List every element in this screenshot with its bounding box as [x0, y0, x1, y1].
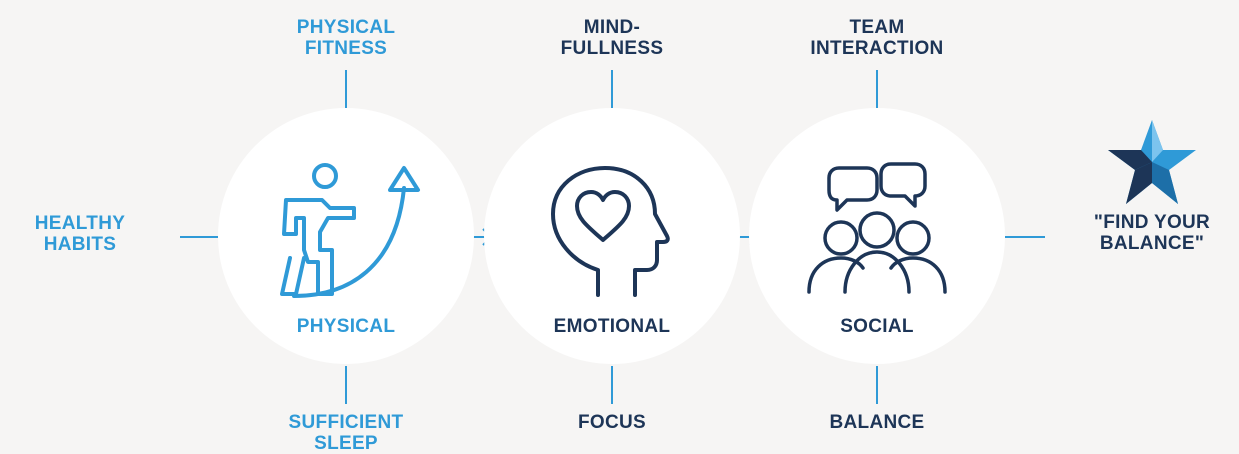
connector-social-top — [876, 70, 878, 108]
connector-habits — [180, 236, 218, 238]
connector-social-bottom — [876, 366, 878, 404]
label-balance: BALANCE — [829, 412, 925, 433]
label-team-interaction: TEAM INTERACTION — [810, 17, 944, 59]
social-circle — [749, 108, 1005, 364]
label-physical-fitness: PHYSICAL FITNESS — [296, 17, 396, 59]
emotional-circle — [484, 108, 740, 364]
connector-physical-top — [345, 70, 347, 108]
node-label-physical: PHYSICAL — [296, 316, 396, 337]
head-with-heart-icon — [551, 166, 670, 297]
label-focus: FOCUS — [578, 412, 646, 433]
label-mindfullness: MIND- FULLNESS — [560, 17, 664, 59]
label-sufficient-sleep: SUFFICIENT SLEEP — [288, 412, 404, 454]
label-find-your-balance: "FIND YOUR BALANCE" — [1093, 212, 1211, 254]
group-chat-people-icon — [807, 162, 947, 294]
node-label-emotional: EMOTIONAL — [553, 316, 671, 337]
connector-goal — [1005, 236, 1045, 238]
label-healthy-habits: HEALTHY HABITS — [34, 213, 126, 255]
connector-physical-bottom — [345, 366, 347, 404]
connector-emotional-top — [611, 70, 613, 108]
climbing-person-arrow-icon — [280, 163, 420, 298]
star-icon — [1108, 120, 1196, 204]
connector-emotional-bottom — [611, 366, 613, 404]
physical-circle — [218, 108, 474, 364]
node-label-social: SOCIAL — [840, 316, 914, 337]
